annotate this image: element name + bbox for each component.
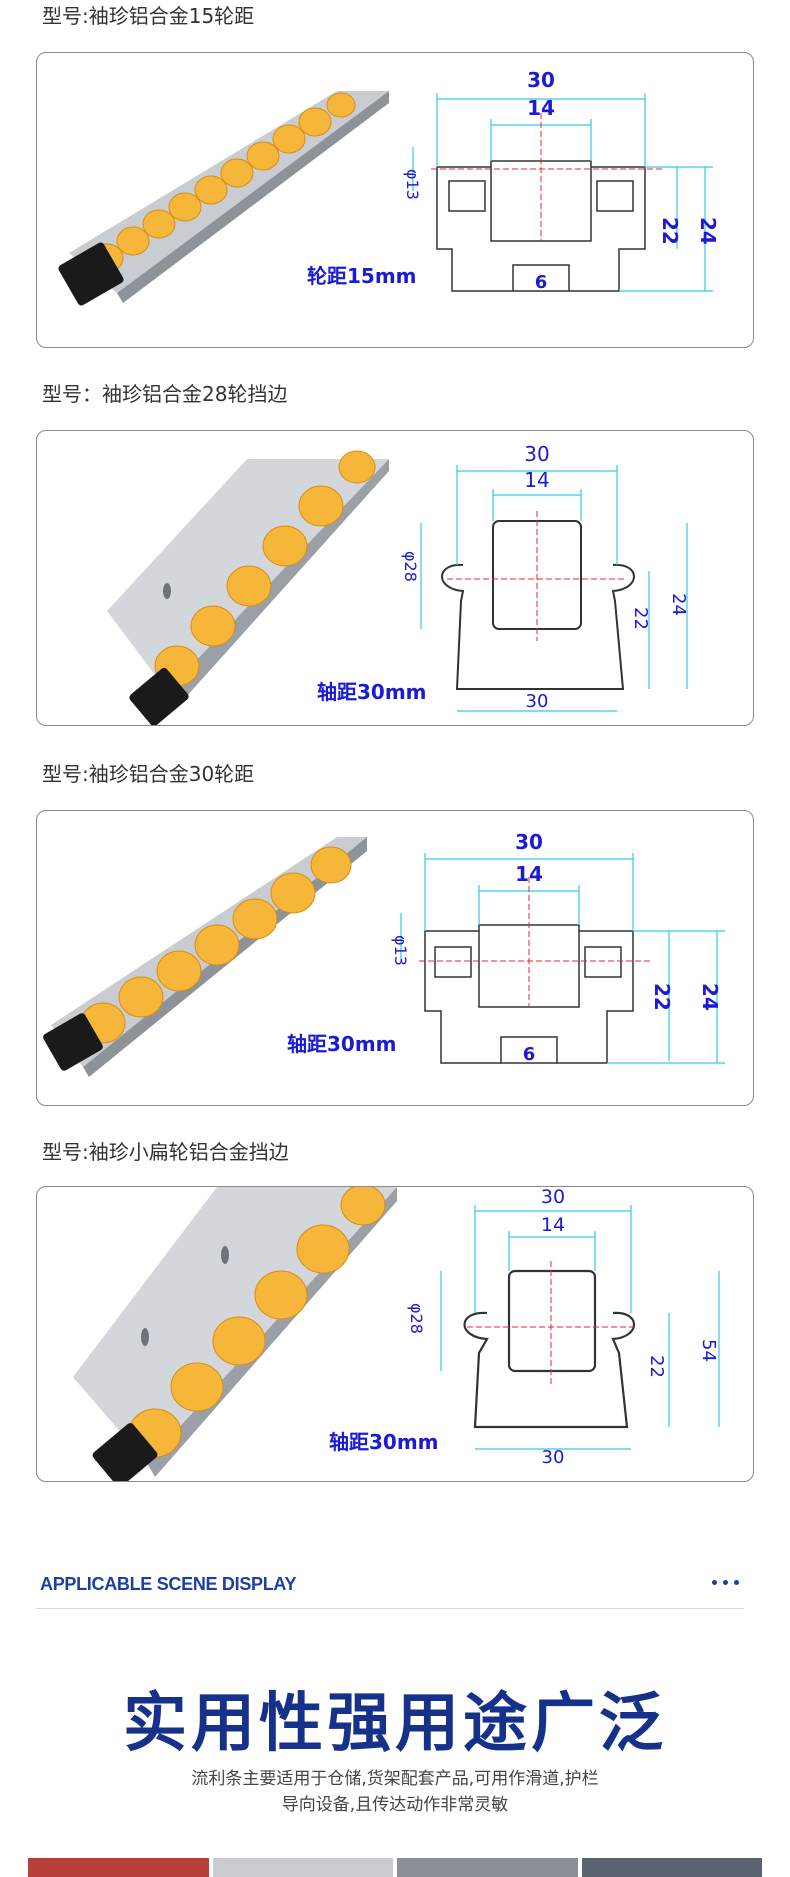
dim-bottom: 6 bbox=[523, 1044, 536, 1065]
cross-section-drawing bbox=[441, 520, 635, 690]
scene-photo bbox=[397, 1858, 578, 1877]
dim-width-top: 30 bbox=[527, 68, 555, 92]
dim-phi: φ13 bbox=[403, 169, 422, 200]
spacing-text: 轴距30mm bbox=[287, 1032, 397, 1056]
section-label-1: 型号:袖珍铝合金15轮距 bbox=[42, 4, 255, 28]
scene-title: 实用性强用途广泛 bbox=[123, 1687, 667, 1761]
dim-bottom: 6 bbox=[535, 272, 548, 293]
scene-desc-line-1: 流利条主要适用于仓储,货架配套产品,可用作滑道,护栏 bbox=[191, 1769, 599, 1789]
cross-section-drawing bbox=[463, 1269, 636, 1429]
scene-photo bbox=[28, 1858, 209, 1877]
dim-phi: φ28 bbox=[401, 551, 420, 582]
spacing-text: 轴距30mm bbox=[329, 1430, 439, 1454]
roller-rail-photo bbox=[73, 1187, 397, 1481]
scene-photo bbox=[212, 1858, 393, 1877]
dim-inner: 14 bbox=[524, 468, 549, 492]
product-card-1: 30 14 φ13 22 24 6 轮距15mm bbox=[36, 52, 754, 348]
dim-width-top: 30 bbox=[524, 442, 549, 466]
dim-h1: 22 bbox=[650, 983, 674, 1011]
dim-h2: 24 bbox=[698, 983, 722, 1011]
dim-width-top: 30 bbox=[541, 1187, 565, 1208]
dim-h1: 22 bbox=[630, 607, 651, 630]
scene-desc-line-2: 导向设备,且传达动作非常灵敏 bbox=[281, 1795, 509, 1815]
dim-h1: 22 bbox=[658, 217, 682, 245]
product-diagram-3: 30 14 φ13 22 24 6 轴距30mm bbox=[43, 830, 725, 1077]
dimension-lines bbox=[412, 93, 713, 292]
dim-inner: 14 bbox=[527, 96, 555, 120]
dim-phi: φ28 bbox=[407, 1303, 426, 1334]
product-diagram-2: 30 14 φ28 22 24 30 轴距30mm bbox=[107, 442, 689, 725]
divider bbox=[36, 1608, 744, 1609]
scene-photo-strip bbox=[28, 1858, 762, 1877]
scene-photo bbox=[581, 1858, 762, 1877]
product-diagram-4: 30 14 φ28 22 54 30 轴距30mm bbox=[73, 1187, 720, 1481]
dim-h1: 22 bbox=[646, 1355, 667, 1378]
product-card-4: 30 14 φ28 22 54 30 轴距30mm bbox=[36, 1186, 754, 1482]
dim-inner: 14 bbox=[515, 862, 543, 886]
product-diagram-1: 30 14 φ13 22 24 6 轮距15mm bbox=[58, 68, 720, 306]
dim-phi: φ13 bbox=[391, 935, 410, 966]
spacing-text: 轴距30mm bbox=[317, 680, 427, 704]
spacing-text: 轮距15mm bbox=[307, 264, 417, 288]
dimension-lines bbox=[420, 465, 688, 712]
dim-h2: 54 bbox=[698, 1339, 719, 1362]
more-dots-icon[interactable] bbox=[712, 1580, 739, 1585]
roller-rail-photo bbox=[58, 91, 389, 306]
roller-rail-photo bbox=[43, 837, 367, 1077]
product-card-3: 30 14 φ13 22 24 6 轴距30mm bbox=[36, 810, 754, 1106]
dim-width-top: 30 bbox=[515, 830, 543, 854]
section-label-3: 型号:袖珍铝合金30轮距 bbox=[42, 762, 255, 786]
section-label-4: 型号:袖珍小扁轮铝合金挡边 bbox=[42, 1140, 289, 1164]
dim-bottom: 30 bbox=[526, 691, 549, 712]
product-card-2: 30 14 φ28 22 24 30 轴距30mm bbox=[36, 430, 754, 726]
dimension-lines bbox=[440, 1205, 720, 1450]
section-label-2: 型号：袖珍铝合金28轮挡边 bbox=[42, 382, 288, 406]
scene-header: APPLICABLE SCENE DISPLAY bbox=[40, 1574, 297, 1594]
dim-h2: 24 bbox=[668, 593, 689, 616]
dim-h2: 24 bbox=[696, 217, 720, 245]
dim-bottom: 30 bbox=[542, 1447, 565, 1468]
dimension-lines bbox=[400, 853, 725, 1064]
dim-inner: 14 bbox=[541, 1214, 565, 1236]
roller-rail-photo bbox=[107, 450, 389, 725]
